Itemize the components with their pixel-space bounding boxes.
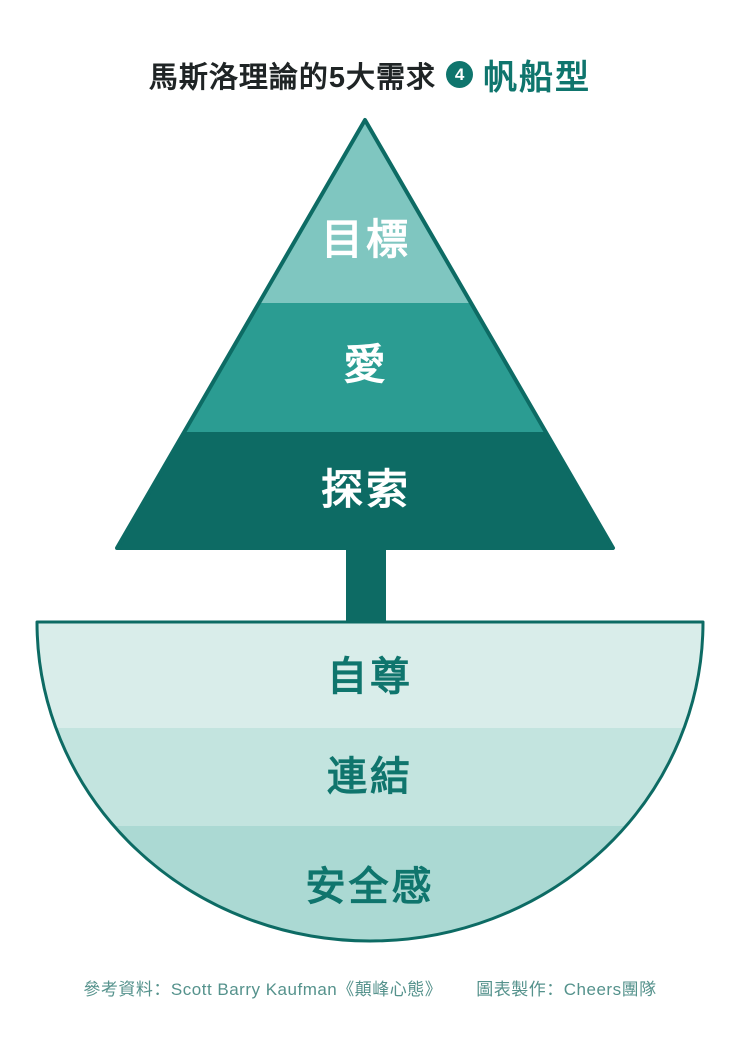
hull-label-connection: 連結 (327, 755, 413, 799)
numbered-circle-badge: 4 (446, 61, 474, 88)
hull-label-self-esteem: 自尊 (327, 655, 413, 699)
footer: 參考資料：Scott Barry Kaufman《顛峰心態》 圖表製作：Chee… (0, 975, 740, 1000)
sail-label-love: 愛 (343, 341, 388, 388)
sail-label-goal: 目標 (321, 216, 411, 263)
hull-label-safety: 安全感 (306, 864, 435, 909)
hull-band-connection (37, 728, 703, 826)
title-suffix: 帆船型 (483, 59, 592, 97)
hull-band-self-esteem (37, 622, 703, 728)
footer-reference: 參考資料：Scott Barry Kaufman《顛峰心態》 (83, 980, 443, 999)
page-title: 馬斯洛理論的5大需求 4 帆船型 (0, 50, 740, 99)
title-prefix: 馬斯洛理論的5大需求 (148, 61, 437, 94)
sail-label-exploration: 探索 (321, 466, 411, 513)
footer-credit: 圖表製作：Cheers團隊 (476, 980, 657, 999)
hull-outline (35, 620, 705, 943)
sail-band-exploration (117, 432, 613, 548)
sail-outline (115, 118, 615, 550)
sail-band-goal (117, 120, 613, 303)
